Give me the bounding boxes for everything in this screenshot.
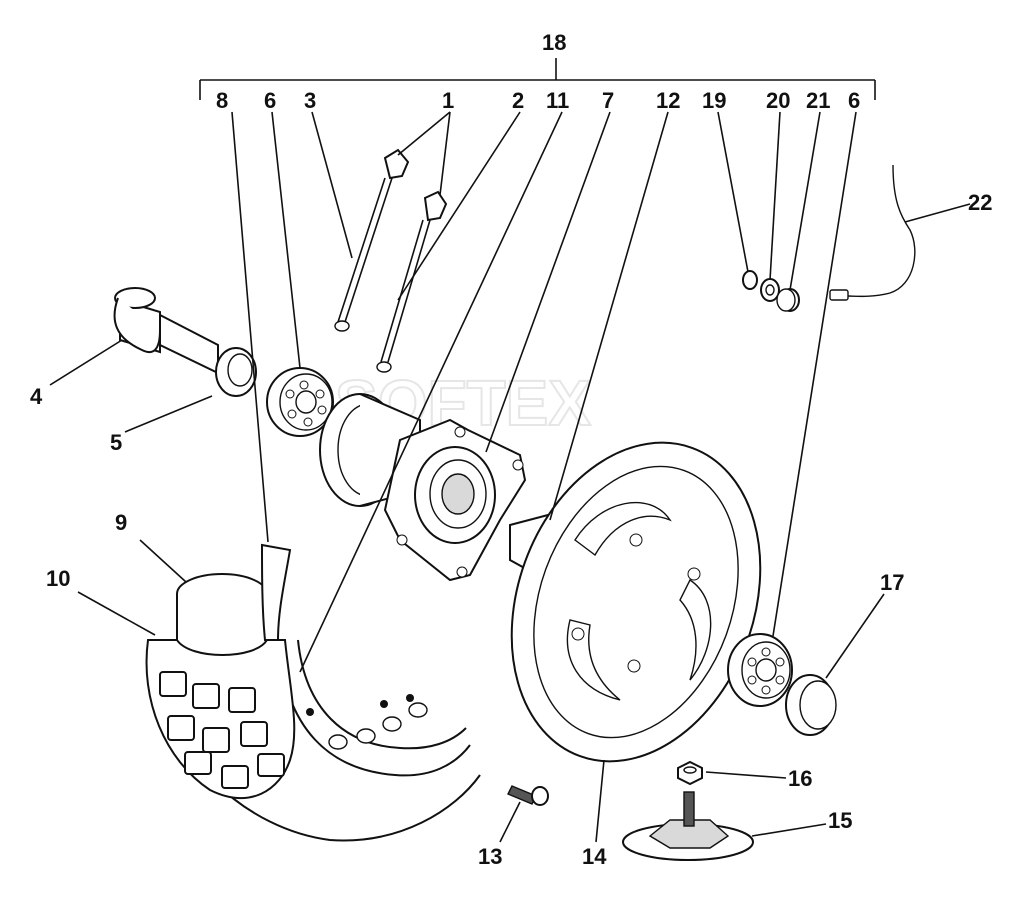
callout-3: 3 bbox=[304, 88, 316, 113]
brake-disc bbox=[510, 441, 762, 763]
callout-20: 20 bbox=[766, 88, 790, 113]
callout-2: 2 bbox=[512, 88, 524, 113]
callout-22: 22 bbox=[968, 190, 992, 215]
callout-4: 4 bbox=[30, 384, 43, 409]
speedometer-cable bbox=[829, 164, 916, 301]
rim-lock bbox=[622, 791, 754, 861]
tire bbox=[145, 639, 296, 800]
callout-9: 9 bbox=[115, 510, 127, 535]
callout-15: 15 bbox=[828, 808, 852, 833]
bracket-18 bbox=[199, 58, 876, 100]
callout-14: 14 bbox=[582, 844, 607, 869]
callout-7: 7 bbox=[602, 88, 614, 113]
disc-screw bbox=[507, 785, 549, 806]
spokes bbox=[334, 148, 448, 373]
spacer-right bbox=[785, 674, 837, 736]
callout-17: 17 bbox=[880, 570, 904, 595]
callout-5: 5 bbox=[110, 430, 122, 455]
bearing-right bbox=[727, 633, 793, 707]
spacer bbox=[215, 347, 257, 397]
callout-18: 18 bbox=[542, 30, 566, 55]
hub bbox=[319, 393, 527, 582]
callout-13: 13 bbox=[478, 844, 502, 869]
callout-11: 11 bbox=[546, 88, 569, 113]
callout-12: 12 bbox=[656, 88, 680, 113]
callout-labels: 18 8 6 3 1 2 11 7 12 19 20 21 6 22 4 5 9… bbox=[30, 30, 992, 869]
callout-6-left: 6 bbox=[264, 88, 276, 113]
nut bbox=[677, 760, 703, 786]
bearing-left bbox=[266, 367, 334, 437]
callout-19: 19 bbox=[702, 88, 726, 113]
seals bbox=[742, 270, 800, 312]
callout-16: 16 bbox=[788, 766, 812, 791]
callout-8: 8 bbox=[216, 88, 228, 113]
callout-6-right: 6 bbox=[848, 88, 860, 113]
rim-tape bbox=[260, 543, 292, 641]
axle bbox=[113, 287, 219, 375]
callout-21: 21 bbox=[806, 88, 830, 113]
callout-10: 10 bbox=[46, 566, 70, 591]
callout-1: 1 bbox=[442, 88, 454, 113]
leader-lines bbox=[49, 111, 971, 843]
inner-tube bbox=[176, 573, 268, 656]
